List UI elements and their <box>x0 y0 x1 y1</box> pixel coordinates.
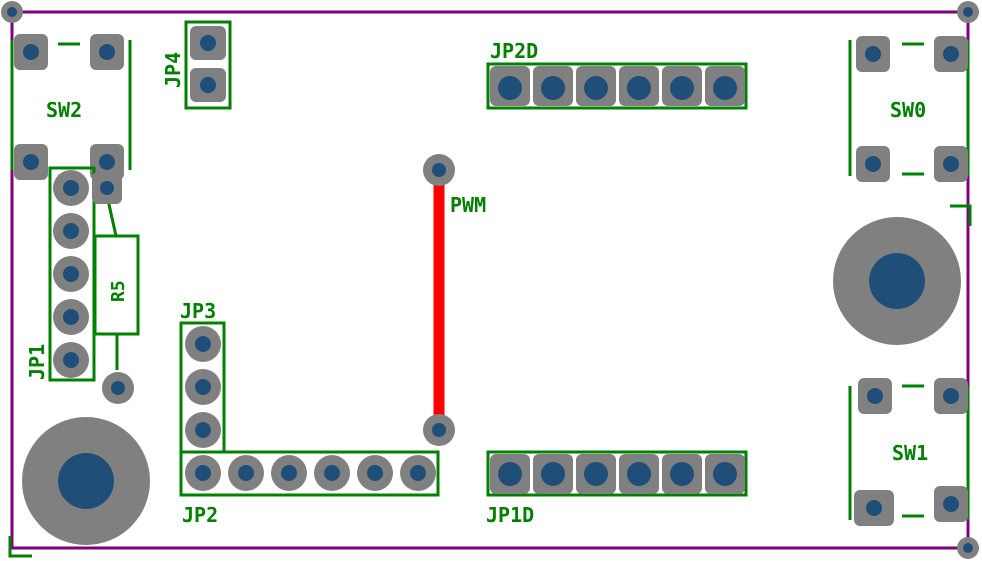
resistor-r5: R5 <box>92 172 140 404</box>
label-jp2: JP2 <box>182 503 218 527</box>
corner-mark-right <box>950 204 972 226</box>
label-sw0: SW0 <box>890 98 926 122</box>
label-jp4: JP4 <box>161 52 185 88</box>
label-sw1: SW1 <box>892 441 928 465</box>
label-jp1: JP1 <box>25 344 49 380</box>
header-jp1d: JP1D <box>486 450 748 527</box>
mounting-hole-left <box>22 417 150 545</box>
header-jp3: JP3 <box>179 299 226 452</box>
label-sw2: SW2 <box>46 98 82 122</box>
header-jp4: JP4 <box>161 20 232 110</box>
header-jp2: JP2 <box>179 450 440 527</box>
pwm-trace: PWM <box>423 154 486 446</box>
label-jp1d: JP1D <box>486 503 534 527</box>
board-outline <box>10 10 970 550</box>
mounting-hole-right <box>833 217 961 345</box>
label-jp3: JP3 <box>180 299 216 323</box>
switch-sw0: SW0 <box>848 36 970 182</box>
switch-sw2: SW2 <box>10 34 132 180</box>
header-jp2d: JP2D <box>486 39 748 110</box>
label-pwm: PWM <box>450 193 486 217</box>
label-r5: R5 <box>108 280 129 302</box>
corner-mark-bottom-left <box>8 536 32 558</box>
switch-sw1: SW1 <box>848 378 970 526</box>
label-jp2d: JP2D <box>490 39 538 63</box>
header-jp1: JP1 <box>25 166 96 382</box>
